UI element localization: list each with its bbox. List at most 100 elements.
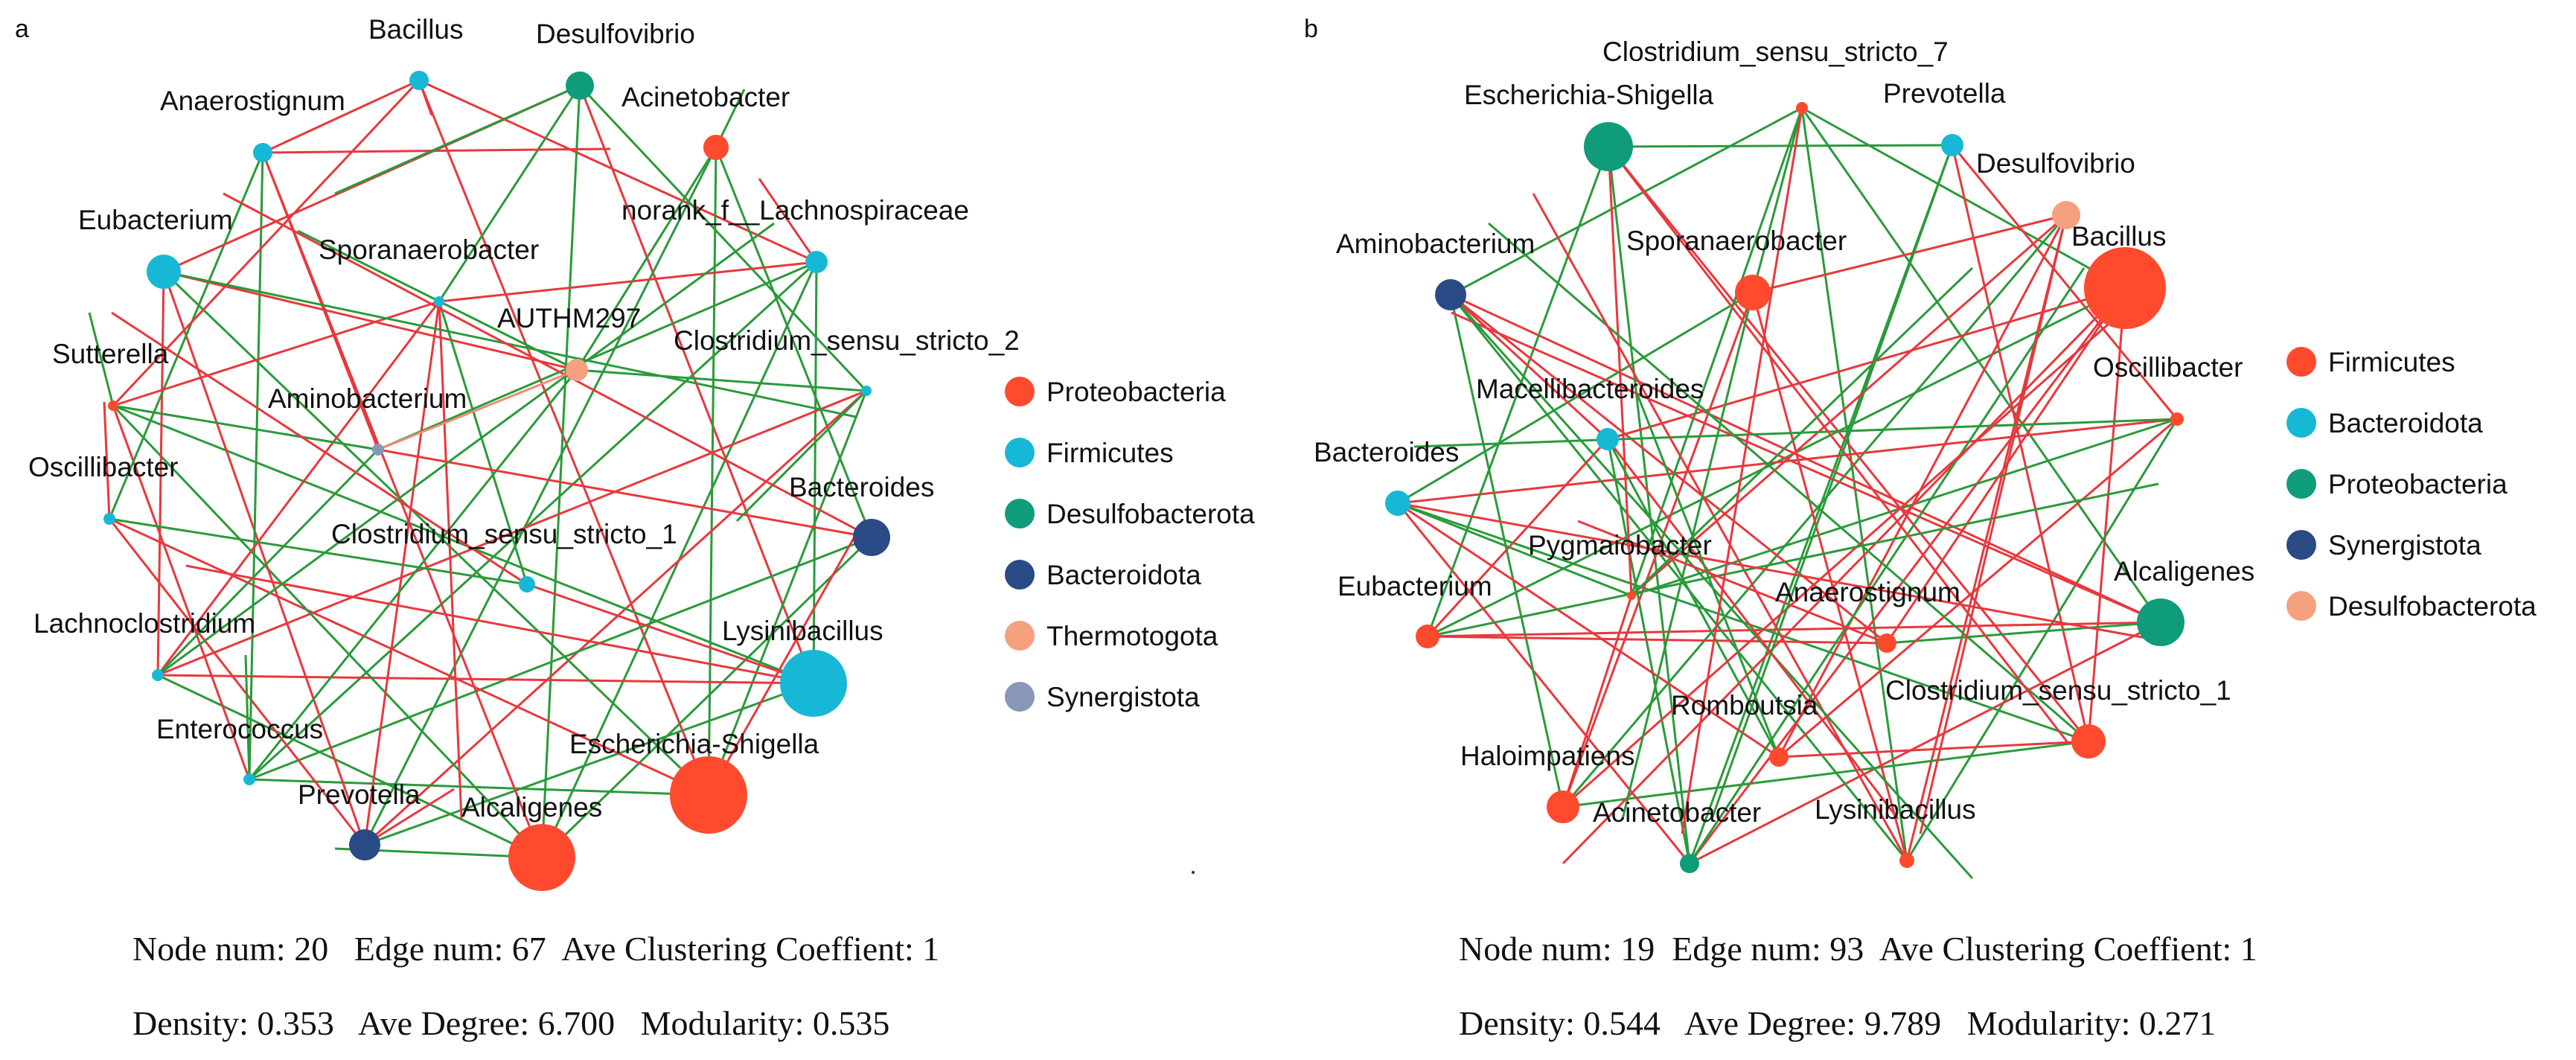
network-b-stats-line1: Node num: 19 Edge num: 93 Ave Clustering…	[1459, 930, 2257, 968]
node-label-desulfovibrio: Desulfovibrio	[1976, 148, 2135, 179]
network-edge	[163, 270, 578, 371]
node-label-bacillus: Bacillus	[368, 14, 464, 45]
network-edge	[1396, 502, 1691, 864]
network-b-legend: FirmicutesBacteroidotaProteobacteriaSyne…	[2286, 347, 2537, 622]
network-edge	[715, 147, 873, 538]
network-edge	[157, 222, 775, 677]
network-edge	[377, 368, 578, 451]
node-label-csens2: Clostridium_sensu_stricto_2	[674, 325, 1020, 356]
node-escherichia	[670, 756, 747, 834]
node-enterococcus	[243, 773, 255, 785]
network-edge	[1752, 214, 2067, 294]
node-norank	[805, 251, 828, 273]
network-edge	[1630, 266, 1974, 597]
node-label-bacteroides: Bacteroides	[789, 472, 934, 502]
network-edge	[261, 152, 380, 450]
node-lysinibacillus	[1899, 853, 1914, 868]
node-prevotella	[349, 829, 380, 861]
network-edge	[1427, 482, 2159, 638]
network-edge	[112, 404, 814, 685]
node-pygmaiobacter	[1627, 591, 1636, 600]
legend-swatch	[2286, 469, 2316, 499]
network-edge	[1621, 292, 1754, 820]
node-label-romboutsia: Romboutsia	[1671, 690, 1818, 721]
network-edge	[540, 536, 873, 859]
network-edge	[1710, 144, 1954, 820]
network-edge	[1885, 287, 2126, 644]
network-edge	[1607, 146, 1633, 596]
network-b-edges	[1396, 106, 2179, 879]
node-label-csens7: Clostridium_sensu_stricto_7	[1602, 36, 1949, 67]
network-edge	[438, 301, 528, 585]
network-edge	[1631, 214, 2067, 597]
node-desulfovibrio	[2052, 201, 2080, 229]
network-edge	[1607, 146, 2071, 745]
legend-swatch	[2286, 347, 2316, 377]
network-edge	[1426, 146, 1610, 637]
node-label-bacteroides: Bacteroides	[1314, 437, 1459, 467]
network-edge	[248, 261, 818, 781]
network-edge	[1451, 311, 2161, 624]
network-edge	[1689, 621, 2161, 865]
network-edge	[707, 390, 868, 796]
node-desulfovibrio	[566, 71, 594, 100]
network-edge	[112, 405, 251, 780]
network-edge	[1397, 502, 1780, 759]
network-a-legend: ProteobacteriaFirmicutesDesulfobacterota…	[1005, 377, 1255, 712]
network-edge	[1450, 293, 2161, 624]
network-a-edges	[88, 79, 873, 859]
node-lachnoclostridium	[152, 669, 164, 681]
network-edge	[1397, 291, 1754, 505]
node-bacillus	[409, 71, 429, 90]
network-edge	[1397, 418, 2178, 505]
node-aminobacterium	[372, 444, 384, 456]
network-edge	[576, 368, 867, 392]
node-csens1	[519, 576, 535, 593]
network-edge	[163, 270, 857, 418]
network-edge	[1606, 438, 1691, 864]
node-label-escherichia: Escherichia-Shigella	[1464, 80, 1714, 110]
node-romboutsia	[1769, 747, 1789, 767]
node-label-alcaligenes: Alcaligenes	[2114, 556, 2254, 587]
network-edge	[248, 369, 578, 780]
node-haloimpatiens	[1547, 791, 1579, 823]
legend-label: Bacteroidota	[1046, 560, 1201, 590]
node-oscillibacter	[103, 513, 115, 525]
network-edge	[1427, 621, 2161, 638]
node-label-authm297: AUTHM297	[497, 303, 641, 333]
legend-label: Thermotogota	[1046, 621, 1218, 651]
network-edge	[1886, 621, 2161, 645]
node-sutterella	[108, 400, 118, 411]
network-panel-b: b Clostridium_sensu_stricto_7PrevotellaD…	[1304, 15, 2537, 1042]
node-label-csens1: Clostridium_sensu_stricto_1	[1885, 675, 2231, 706]
network-edge	[1905, 214, 2068, 861]
network-edge	[1777, 214, 2068, 758]
network-edge	[758, 178, 818, 263]
node-alcaligenes	[508, 824, 575, 891]
network-edge	[109, 517, 709, 796]
network-edge	[363, 301, 441, 846]
network-edge	[112, 79, 421, 407]
network-edge	[1905, 418, 2179, 861]
network-b-nodes	[1385, 102, 2185, 873]
node-label-aminobacterium: Aminobacterium	[1336, 229, 1535, 259]
network-edge	[1562, 287, 2126, 865]
network-edge	[262, 147, 611, 154]
node-eubacterium	[1416, 625, 1439, 648]
network-edge	[1562, 740, 2089, 808]
network-edge	[578, 84, 868, 392]
network-edge	[1449, 293, 1609, 441]
node-alcaligenes	[2137, 598, 2185, 646]
network-edge	[1413, 418, 2178, 448]
node-anaerostignum	[253, 143, 272, 162]
legend-swatch	[1005, 560, 1035, 590]
legend-label: Proteobacteria	[1046, 377, 1226, 407]
network-edge	[1562, 214, 2068, 808]
network-edge	[540, 85, 581, 858]
node-label-lysinibacillus: Lysinibacillus	[1815, 794, 1976, 825]
network-edge	[249, 778, 709, 796]
network-edge	[377, 261, 817, 451]
network-edge	[364, 788, 455, 846]
panel-b-letter: b	[1304, 15, 1318, 43]
